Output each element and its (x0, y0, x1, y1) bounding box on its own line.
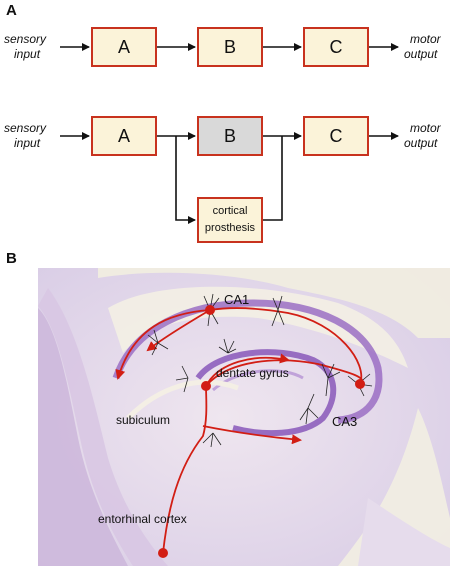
row2-box-b: B (197, 116, 263, 156)
neuron-sketches (147, 293, 373, 448)
prosthesis-out-line (263, 136, 283, 221)
dentate-gyrus-label: dentate gyrus (216, 366, 289, 380)
row2-box-c: C (303, 116, 369, 156)
panel-b-letter: B (6, 250, 17, 267)
entorhinal-cortex-label: entorhinal cortex (98, 512, 187, 526)
ca1-soma (205, 305, 215, 315)
row1-box-a: A (91, 27, 157, 67)
row2-sensory-input-label: sensory input (4, 121, 47, 150)
entorhinal-soma (158, 548, 168, 558)
row1-box-b: B (197, 27, 263, 67)
row2-motor-output-label: motor output (404, 121, 441, 150)
ca3-label: CA3 (332, 414, 358, 429)
row1-box-c: C (303, 27, 369, 67)
row2-box-a: A (91, 116, 157, 156)
panel-a-letter: A (6, 2, 17, 19)
cortical-prosthesis-box: cortical prosthesis (197, 197, 263, 243)
row1-sensory-input-label: sensory input (4, 32, 47, 61)
row1-motor-output-label: motor output (404, 32, 441, 61)
subiculum-label: subiculum (116, 413, 171, 427)
hippocampus-histology-image: CA1 dentate gyrus CA3 subiculum entorhin… (38, 268, 450, 566)
prosthesis-in-arrow (175, 136, 196, 224)
panel-a-arrows (60, 43, 399, 224)
ca1-label: CA1 (224, 292, 250, 307)
ca3-soma (355, 379, 365, 389)
hippocampus-drawing (38, 268, 450, 566)
dentate-soma (201, 381, 211, 391)
